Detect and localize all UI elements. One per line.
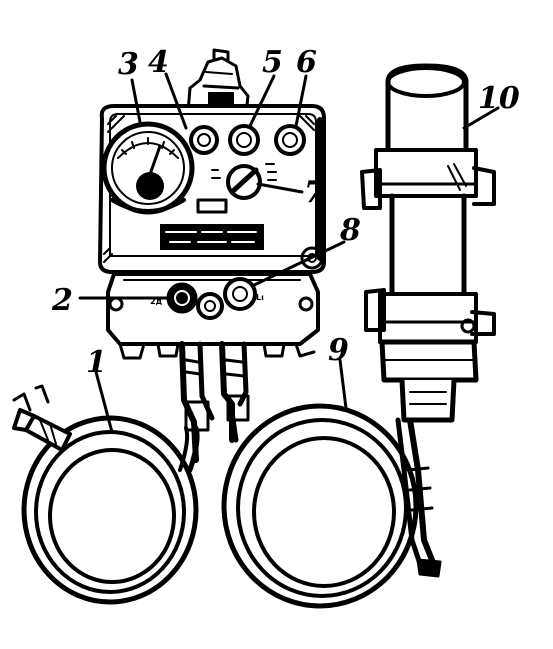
socket-left-mark: 2д [150, 297, 163, 306]
coiled-cable-right [221, 401, 442, 609]
switch-5 [228, 124, 260, 156]
switch-4 [189, 125, 219, 155]
callout-7: 7 [304, 175, 325, 210]
callout-2: 2 [51, 283, 73, 318]
leader-lines [78, 72, 500, 434]
callout-5: 5 [262, 45, 283, 80]
callout-1: 1 [86, 345, 107, 380]
connector-block [106, 246, 324, 360]
small-plate [196, 198, 228, 214]
rotary-selector [211, 163, 277, 200]
callout-8: 8 [339, 213, 361, 248]
switch-6 [274, 124, 306, 156]
callout-10: 10 [478, 81, 520, 116]
meter-dial [101, 121, 195, 215]
cable-stems [179, 341, 250, 463]
coiled-cable-left [12, 384, 200, 605]
callout-3: 3 [118, 47, 139, 82]
probe-cylinder [360, 63, 496, 423]
callout-4: 4 [148, 45, 169, 80]
socket-right-mark: Lı [256, 293, 264, 302]
callout-6: 6 [296, 45, 317, 80]
nameplate [160, 224, 264, 250]
callout-9: 9 [328, 333, 349, 368]
